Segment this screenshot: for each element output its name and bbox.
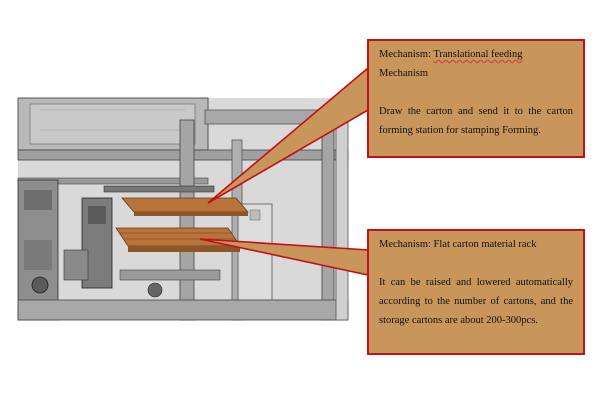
base-frame bbox=[17, 299, 349, 321]
callout-description: It can be raised and lowered automatical… bbox=[379, 277, 573, 326]
mechanism-label: Mechanism: bbox=[379, 49, 431, 60]
callout-feeding: Mechanism: Translational feeding Mechani… bbox=[367, 39, 585, 158]
callout-description: Draw the carton and send it to the carto… bbox=[379, 106, 573, 136]
feeding-arm bbox=[103, 185, 215, 193]
carton-feeding bbox=[121, 197, 249, 213]
mechanism-label: Mechanism: bbox=[379, 239, 431, 250]
mechanism-name: Flat carton material rack bbox=[433, 239, 537, 250]
side-panel bbox=[237, 203, 273, 309]
mechanism-name-cont: Mechanism bbox=[379, 68, 428, 79]
mechanism-name: Translational feeding bbox=[433, 49, 523, 60]
callout-title: Mechanism: Translational feeding Mechani… bbox=[379, 45, 573, 83]
callout-title: Mechanism: Flat carton material rack bbox=[379, 235, 573, 254]
vertical-post bbox=[321, 123, 335, 321]
vertical-post bbox=[179, 119, 195, 321]
callout-rack: Mechanism: Flat carton material rack It … bbox=[367, 229, 585, 355]
